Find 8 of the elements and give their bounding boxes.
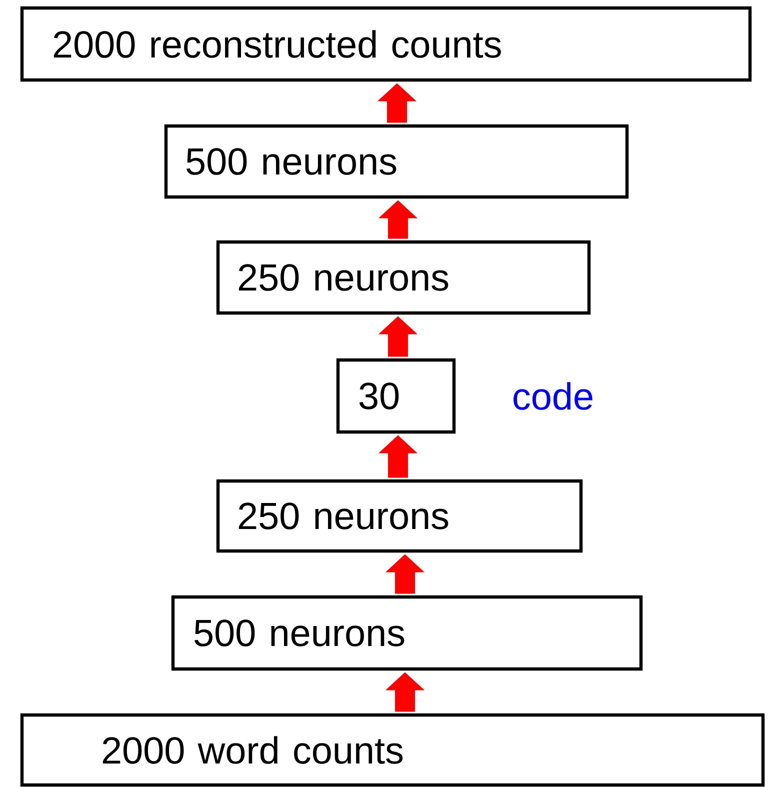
layer-box: 250 neurons — [216, 479, 583, 553]
layer-box: 250 neurons — [216, 240, 591, 315]
code-label: code — [514, 382, 592, 410]
layer-box: 30 — [336, 358, 456, 434]
layer-box: 500 neurons — [164, 124, 629, 199]
layer-box: 2000 word counts — [20, 713, 765, 787]
layer-box: 2000 reconstructed counts — [20, 6, 752, 82]
layer-box: 500 neurons — [171, 595, 643, 671]
